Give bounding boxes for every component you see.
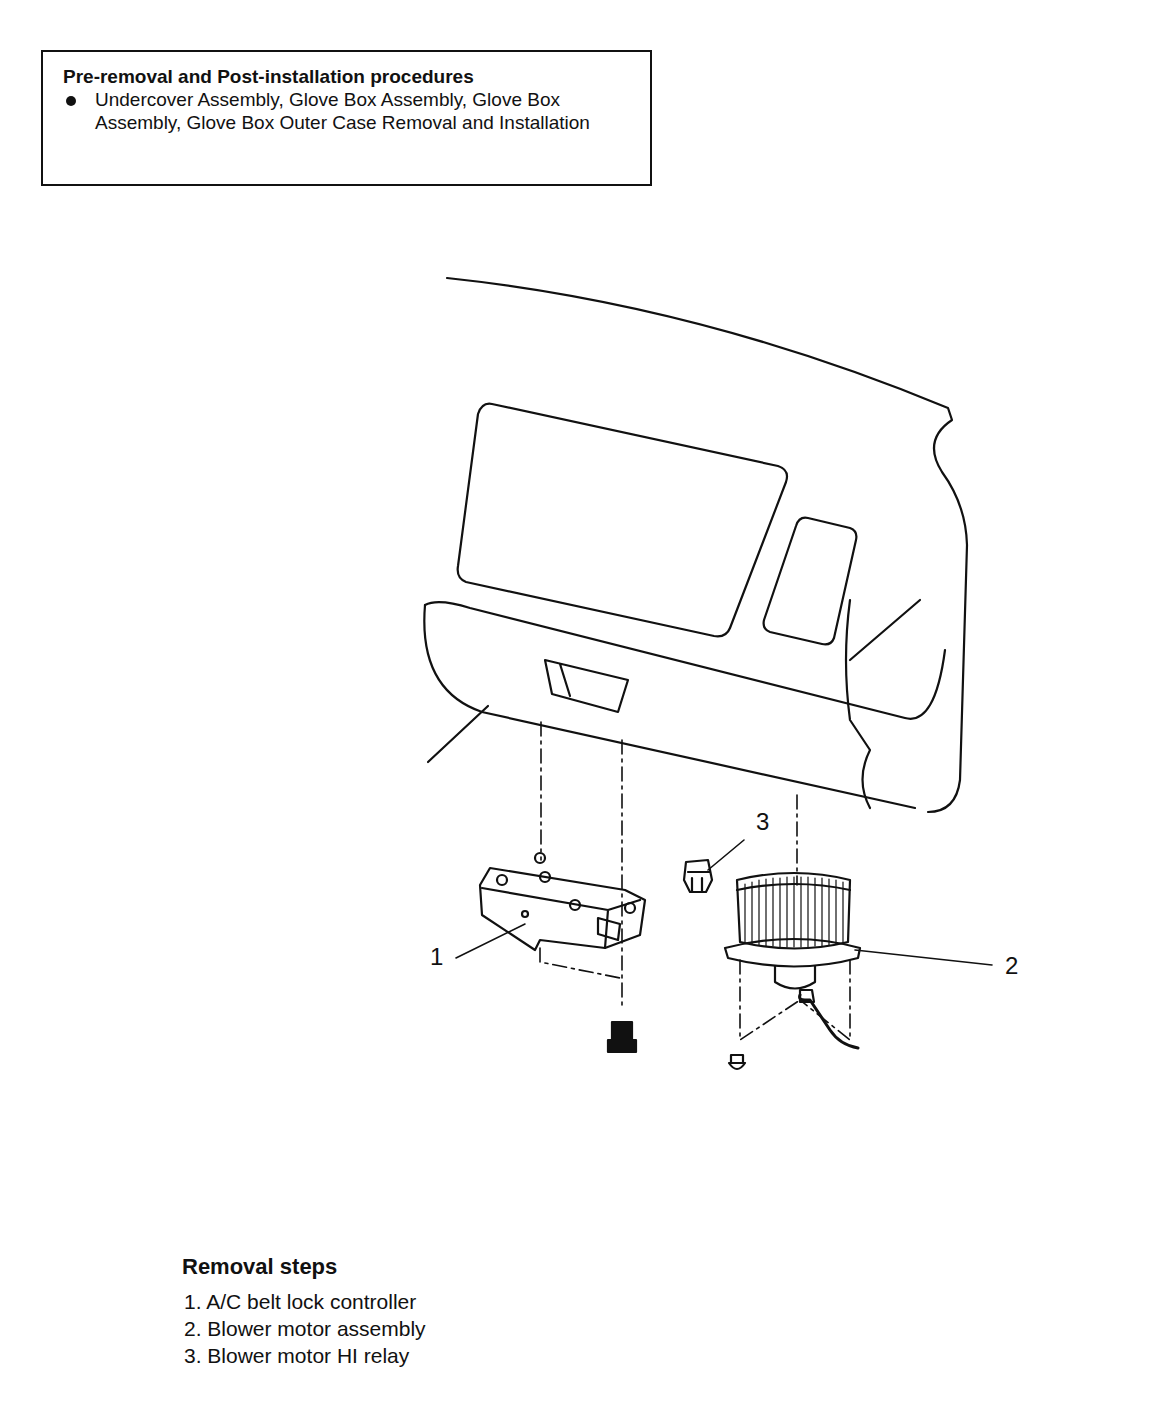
hi-relay	[684, 860, 712, 892]
upper-panel	[458, 404, 787, 637]
belt-lock-controller	[480, 868, 645, 950]
glove-box-handle	[545, 660, 628, 712]
step-item: 2. Blower motor assembly	[184, 1317, 426, 1341]
glove-box-bottom	[424, 605, 915, 808]
section-heading: Removal steps	[182, 1254, 337, 1279]
glove-box-top	[425, 602, 945, 719]
box-content: Pre-removal and Post-installation proced…	[43, 52, 650, 146]
dash-edge	[850, 600, 920, 660]
dash-edge	[428, 706, 488, 762]
small-panel	[764, 518, 857, 645]
callout-number: 3	[756, 808, 769, 836]
dashboard-outline	[447, 278, 967, 812]
callout-number: 2	[1005, 952, 1018, 980]
blower-motor	[737, 873, 850, 949]
box-body: Undercover Assembly, Glove Box Assembly,…	[95, 89, 635, 135]
dash-edge	[846, 600, 870, 808]
box-heading: Pre-removal and Post-installation proced…	[63, 66, 634, 89]
step-item: 1. A/C belt lock controller	[184, 1290, 416, 1314]
bullet-dot	[66, 96, 76, 106]
callout-number: 1	[430, 943, 443, 971]
procedure-box: Pre-removal and Post-installation proced…	[41, 50, 652, 186]
step-item: 3. Blower motor HI relay	[184, 1344, 409, 1368]
